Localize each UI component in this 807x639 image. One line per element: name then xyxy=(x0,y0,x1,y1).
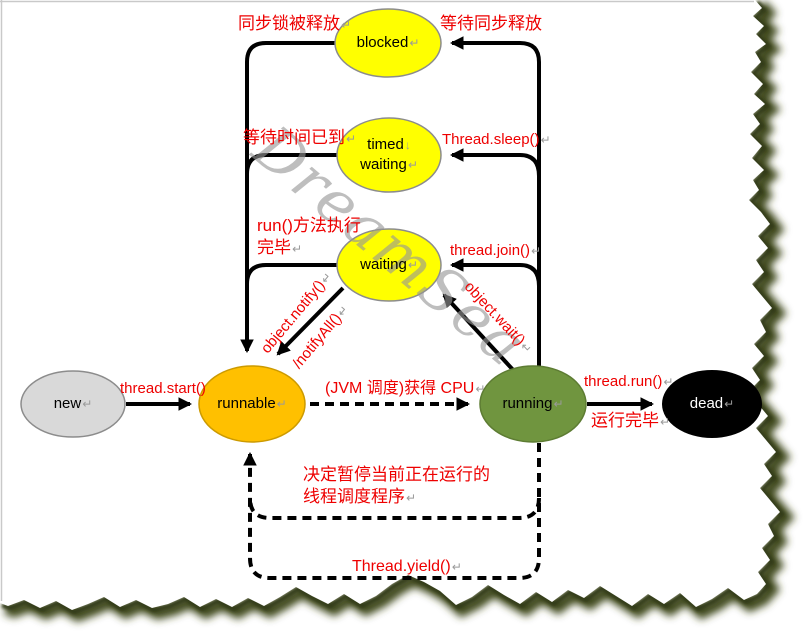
label-wait-time-up: 等待时间已到↵ xyxy=(243,128,357,147)
return-mark: ↵ xyxy=(663,375,674,389)
arrow-yield-outer-loop xyxy=(243,443,541,580)
return-mark: ↵ xyxy=(660,415,671,429)
node-label-runnable: runnable↵ xyxy=(217,395,287,412)
return-mark: ↵ xyxy=(409,36,420,50)
node-label-timed-waiting: timed↓ waiting↵ xyxy=(360,136,418,173)
node-dead xyxy=(662,370,762,438)
arrow-timedwaiting-to-runnable xyxy=(245,153,337,330)
return-mark: ↵ xyxy=(475,382,486,396)
label-thread-yield: Thread.yield()↵ xyxy=(352,558,462,575)
label-thread-join: thread.join()↵ xyxy=(450,242,542,259)
return-mark: ↵ xyxy=(292,242,303,256)
return-mark: ↵ xyxy=(531,244,542,258)
return-mark: ↵ xyxy=(82,397,93,411)
label-jvm-schedule-cpu: (JVM 调度)获得 CPU↵ xyxy=(325,380,486,397)
return-mark: ↵ xyxy=(451,560,462,574)
return-mark: ↵ xyxy=(540,133,551,147)
label-wait-sync-release: 等待同步释放 xyxy=(440,14,542,33)
return-mark: ↵ xyxy=(407,158,418,172)
node-label-new: new↵ xyxy=(53,395,93,412)
arrow-blocked-to-runnable xyxy=(240,41,335,354)
node-blocked xyxy=(334,8,442,78)
label-run-method-done: run()方法执行 完毕↵ xyxy=(257,216,361,257)
arrow-notify-waiting-to-runnable xyxy=(276,286,345,356)
label-thread-sleep: Thread.sleep()↵ xyxy=(442,131,551,148)
return-mark: ↵ xyxy=(276,397,287,411)
paper-surface xyxy=(0,0,780,610)
arrow-running-to-waiting xyxy=(449,258,541,287)
node-label-blocked: blocked↵ xyxy=(356,34,420,51)
label-thread-run: thread.run()↵ xyxy=(584,373,674,390)
down-mark: ↓ xyxy=(404,138,411,152)
node-label-waiting: waiting↵ xyxy=(360,256,418,273)
arrow-running-to-timedwaiting xyxy=(449,148,541,177)
label-thread-start: thread.start() xyxy=(120,380,206,397)
return-mark: ↵ xyxy=(406,491,417,505)
arrow-running-to-blocked xyxy=(449,36,541,368)
node-waiting xyxy=(336,228,442,302)
return-mark: ↵ xyxy=(407,258,418,272)
return-mark: ↵ xyxy=(341,18,352,32)
node-running xyxy=(479,365,587,443)
label-sync-lock-released: 同步锁被释放↵ xyxy=(238,14,352,33)
arrow-yield-inner-loop xyxy=(248,497,541,520)
return-mark: ↵ xyxy=(724,397,735,411)
node-label-dead: dead↵ xyxy=(689,395,735,412)
node-timed-waiting xyxy=(336,117,442,193)
label-run-complete: 运行完毕↵ xyxy=(591,411,671,430)
return-mark: ↵ xyxy=(346,132,357,146)
node-runnable xyxy=(198,365,306,443)
arrow-wait-running-to-waiting xyxy=(442,293,517,374)
node-new xyxy=(20,370,126,438)
arrow-waiting-to-runnable xyxy=(245,263,337,330)
return-mark: ↵ xyxy=(553,397,564,411)
node-label-running: running↵ xyxy=(502,395,564,412)
label-yield-description: 决定暂停当前正在运行的 线程调度程序↵ xyxy=(303,465,490,506)
